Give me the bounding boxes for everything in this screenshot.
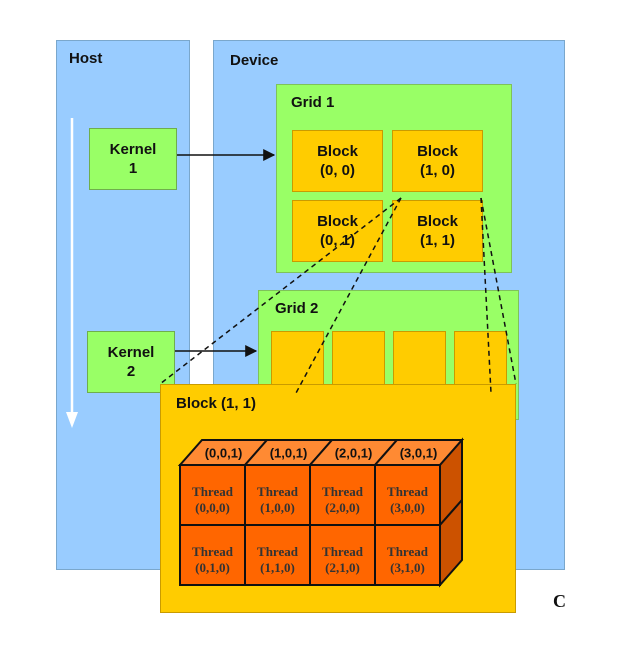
thread-index: (0,1,0) — [195, 560, 230, 575]
thread-label: Thread — [257, 544, 299, 559]
grid-1-block-1-0: Block (1, 0) — [392, 130, 483, 192]
cube-top-label: (1,0,1) — [270, 446, 308, 461]
kernel-2: Kernel 2 — [87, 331, 175, 393]
thread-grid: (0,0,1)(1,0,1)(2,0,1)(3,0,1)Thread(0,0,0… — [177, 437, 465, 588]
thread-cube — [374, 524, 441, 586]
thread-label: Thread — [192, 544, 234, 559]
grid-1-title: Grid 1 — [291, 94, 335, 111]
grid-2-block — [393, 331, 446, 391]
block-detail-title: Block (1, 1) — [176, 395, 257, 412]
cube-top-label: (3,0,1) — [400, 446, 438, 461]
device-title: Device — [230, 52, 279, 69]
host-timeline-arrow — [66, 118, 78, 428]
thread-index: (3,1,0) — [390, 560, 425, 575]
thread-label: Thread — [257, 484, 299, 499]
thread-label: Thread — [322, 544, 364, 559]
cube-top-label: (0,0,1) — [205, 446, 243, 461]
thread-label: Thread — [387, 544, 429, 559]
host-title: Host — [69, 50, 103, 67]
grid-1-block-0-0: Block (0, 0) — [292, 130, 383, 192]
thread-label: Thread — [322, 484, 364, 499]
thread-index: (1,0,0) — [260, 500, 295, 515]
thread-index: (0,0,0) — [195, 500, 230, 515]
zoom-lines — [159, 197, 517, 394]
thread-index: (1,1,0) — [260, 560, 295, 575]
cut-off-text: C — [553, 591, 566, 611]
thread-index: (2,0,0) — [325, 500, 360, 515]
thread-label: Thread — [387, 484, 429, 499]
thread-index: (2,1,0) — [325, 560, 360, 575]
grid-2-title: Grid 2 — [275, 300, 319, 317]
grid-2-block — [332, 331, 385, 391]
grid-2-block — [454, 331, 507, 391]
thread-index: (3,0,0) — [390, 500, 425, 515]
kernel-1: Kernel 1 — [89, 128, 177, 190]
thread-label: Thread — [192, 484, 234, 499]
cube-top-label: (2,0,1) — [335, 446, 373, 461]
grid-1-block-0-1: Block (0, 1) — [292, 200, 383, 262]
grid-1-block-1-1: Block (1, 1) — [392, 200, 483, 262]
